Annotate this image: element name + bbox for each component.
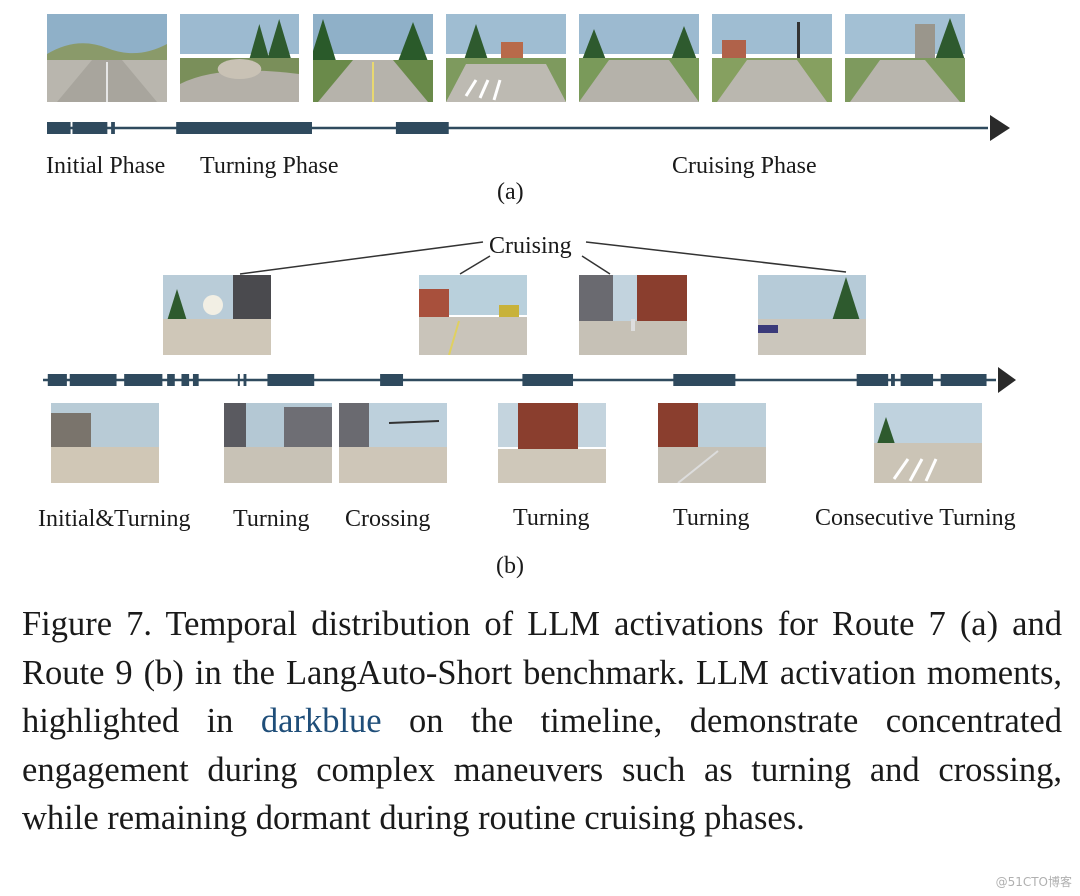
- frame-a-2: [180, 14, 299, 102]
- event-label-consecutive-turning: Consecutive Turning: [815, 505, 1016, 531]
- subfigure-label-a: (a): [497, 179, 524, 205]
- frame-b-top-2: [419, 275, 527, 355]
- timeline-b-activation-segment-4: [167, 374, 175, 386]
- cruising-connectors: [239, 241, 847, 275]
- timeline-b-arrowhead: [998, 367, 1016, 393]
- frame-b-bottom-5: [658, 403, 766, 483]
- figure-caption: Figure 7. Temporal distribution of LLM a…: [22, 600, 1062, 843]
- timeline-b-activation-segment-11: [522, 374, 574, 386]
- frame-a-1: [47, 14, 167, 102]
- caption-text-after: on the timeline, demonstrate concentrate…: [22, 702, 1062, 837]
- timeline-b-activation-segment-15: [900, 374, 934, 386]
- event-label-initial-turning: Initial&Turning: [38, 506, 191, 532]
- timeline-b-activation-segment-2: [69, 374, 117, 386]
- timeline-b-activation-segment-1: [47, 374, 67, 386]
- timeline-a-activation-segment-2: [72, 122, 108, 134]
- timeline-b-activation-segment-13: [856, 374, 889, 386]
- caption-text-before: Figure 7. Temporal distribution of LLM a…: [22, 605, 1062, 740]
- timeline-b-activation-segment-7: [237, 374, 240, 386]
- frame-a-7: [845, 14, 965, 102]
- frame-a-3: [313, 14, 433, 102]
- frame-a-5: [579, 14, 699, 102]
- frame-b-bottom-4: [498, 403, 606, 483]
- timeline-b-activation-segment-8: [243, 374, 247, 386]
- timeline-b-activation-segment-6: [192, 374, 199, 386]
- frame-b-bottom-3: [339, 403, 447, 483]
- phase-label-turning: Turning Phase: [200, 153, 339, 179]
- event-label-crossing: Crossing: [345, 506, 431, 532]
- phase-label-cruising: Cruising Phase: [672, 153, 817, 179]
- event-label-turning-2: Turning: [513, 505, 590, 531]
- timeline-a-activation-segment-5: [395, 122, 449, 134]
- frame-a-4: [446, 14, 566, 102]
- frame-b-top-1: [163, 275, 271, 355]
- timeline-a-arrowhead: [990, 115, 1010, 141]
- timeline-a-activation-segment-4: [176, 122, 312, 134]
- subfigure-label-b: (b): [496, 553, 524, 579]
- timeline-b-activation-segment-16: [940, 374, 987, 386]
- timeline-a: [47, 115, 1010, 141]
- timeline-b-activation-segment-3: [124, 374, 163, 386]
- caption-highlight: darkblue: [260, 702, 382, 740]
- timeline-b-activation-segment-12: [673, 374, 736, 386]
- timeline-a-activation-segment-3: [111, 122, 115, 134]
- phase-label-initial: Initial Phase: [46, 153, 166, 179]
- timeline-b-activation-segment-9: [267, 374, 315, 386]
- timeline-b-activation-segment-5: [181, 374, 190, 386]
- frame-b-bottom-6: [874, 403, 982, 483]
- timeline-b: [43, 367, 1016, 393]
- timeline-b-activation-segment-14: [891, 374, 895, 386]
- cruising-label: Cruising: [489, 233, 572, 259]
- frame-b-bottom-1: [51, 403, 159, 483]
- timeline-a-activation-segment-1: [47, 122, 71, 134]
- frame-b-top-3: [579, 275, 687, 355]
- event-label-turning-1: Turning: [233, 506, 310, 532]
- timeline-b-activation-segment-10: [380, 374, 404, 386]
- frame-b-bottom-2: [224, 403, 332, 483]
- frame-b-top-4: [758, 275, 866, 355]
- event-label-turning-3: Turning: [673, 505, 750, 531]
- watermark: @51CTO博客: [995, 875, 1072, 889]
- frame-a-6: [712, 14, 832, 102]
